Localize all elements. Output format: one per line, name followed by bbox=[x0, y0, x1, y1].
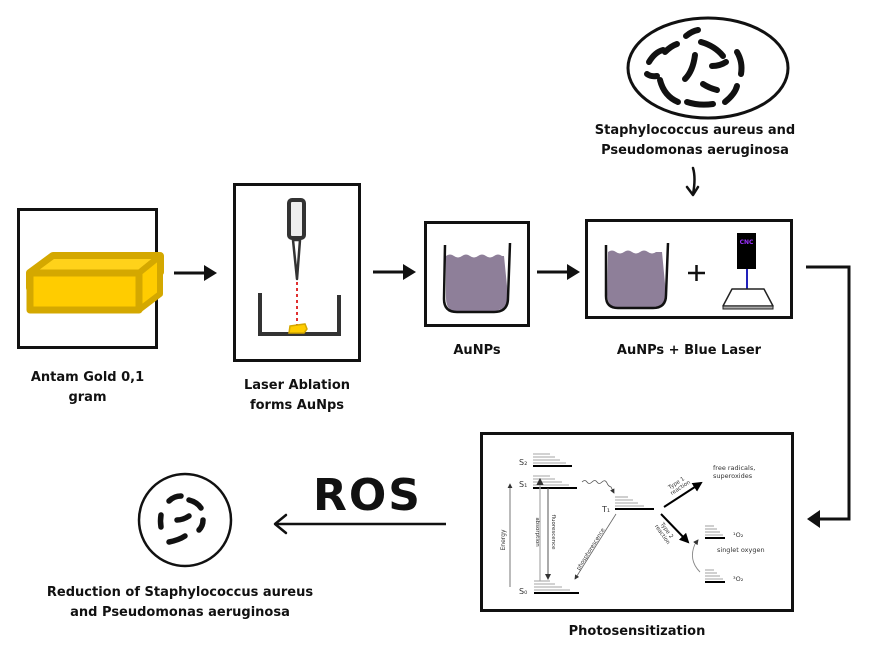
phosphorescence-arrow bbox=[574, 513, 617, 580]
cnc-label: CNC bbox=[740, 239, 754, 246]
reduction-label: Reduction of Staphylococcus aureus and P… bbox=[20, 583, 340, 623]
s1-label: S₁ bbox=[519, 480, 527, 489]
ablation-label-line1: Laser Ablation bbox=[244, 378, 350, 393]
aunps-beaker-icon bbox=[442, 242, 512, 314]
type2-arrow bbox=[660, 513, 690, 544]
arrow-aunps-to-bluelaser bbox=[537, 264, 580, 280]
free-radicals-line1: free radicals, bbox=[713, 464, 755, 472]
arrow-ros-to-reduction bbox=[273, 513, 446, 535]
gold-label-line2: gram bbox=[68, 390, 107, 405]
bluelaser-step-box: CNC bbox=[585, 219, 793, 319]
singlet-oxygen-label: singlet oxygen bbox=[717, 546, 765, 554]
aunps-label: AuNPs bbox=[453, 343, 501, 358]
reduction-label-line2: and Pseudomonas aeruginosa bbox=[70, 605, 290, 620]
bacteria-input-label-line1: Staphylococcus aureus and bbox=[594, 123, 796, 138]
bacteria-input-label-line2: Pseudomonas aeruginosa bbox=[601, 143, 789, 158]
ablation-step-box bbox=[233, 183, 361, 362]
photosensitization-step-box: S₂ S₁ S₀ T₁ Energy absorption fluoresc bbox=[480, 432, 794, 612]
aunps-step-box bbox=[424, 221, 530, 327]
gold-label-line1: Antam Gold 0,1 bbox=[30, 370, 145, 385]
s2-label: S₂ bbox=[519, 458, 527, 467]
laser-ablation-icon bbox=[258, 198, 341, 336]
t1-label: T₁ bbox=[601, 505, 610, 514]
jablonski-diagram: S₂ S₁ S₀ T₁ Energy absorption fluoresc bbox=[500, 453, 765, 596]
type2-label: Type 2 reaction bbox=[653, 521, 676, 547]
reduction-label-line1: Reduction of Staphylococcus aureus bbox=[46, 585, 314, 600]
type1-label: Type 1 reaction bbox=[666, 474, 692, 497]
ablation-label: Laser Ablation forms AuNps bbox=[222, 376, 372, 416]
singlet-o2-level bbox=[705, 525, 725, 539]
bluelaser-label: AuNPs + Blue Laser bbox=[616, 343, 762, 358]
gold-bar-icon bbox=[26, 252, 164, 314]
type1-arrow bbox=[663, 481, 703, 508]
s2-level bbox=[533, 453, 572, 467]
free-radicals-line2: superoxides bbox=[713, 472, 753, 480]
s0-level bbox=[534, 580, 579, 594]
t1-level bbox=[615, 496, 654, 510]
phosphorescence-label: phosphorescence bbox=[576, 527, 607, 572]
cnc-blue-laser-icon: CNC bbox=[722, 233, 774, 310]
energy-label: Energy bbox=[500, 529, 507, 550]
triplet-o2-level bbox=[705, 569, 725, 583]
bacteria-colony-icon bbox=[626, 16, 790, 120]
triplet-o2-label: ³O₂ bbox=[733, 575, 744, 583]
bacteria-input-label: Staphylococcus aureus and Pseudomonas ae… bbox=[575, 121, 815, 161]
bluelaser-scene: CNC bbox=[604, 233, 774, 310]
arrow-bluelaser-to-photosensitization bbox=[806, 265, 851, 528]
excitation-curve bbox=[691, 539, 701, 573]
reduced-bacteria-icon bbox=[137, 472, 233, 568]
arrow-ablation-to-aunps bbox=[373, 264, 416, 280]
singlet-o2-label: ¹O₂ bbox=[733, 531, 744, 539]
ros-label: ROS bbox=[313, 470, 422, 521]
plus-icon bbox=[688, 265, 705, 281]
absorption-label: absorption bbox=[534, 517, 540, 547]
aunps-beaker-small-icon bbox=[604, 242, 670, 310]
gold-label: Antam Gold 0,1 gram bbox=[10, 368, 165, 408]
photosensitization-label: Photosensitization bbox=[568, 624, 706, 639]
intersystem-crossing-wave bbox=[581, 480, 615, 494]
s0-label: S₀ bbox=[519, 587, 527, 596]
arrow-bacteria-down bbox=[685, 166, 700, 197]
arrow-gold-to-ablation bbox=[174, 265, 217, 281]
fluorescence-label: fluorescence bbox=[550, 514, 556, 550]
gold-step-box bbox=[17, 208, 164, 349]
ablation-label-line2: forms AuNps bbox=[249, 398, 345, 413]
